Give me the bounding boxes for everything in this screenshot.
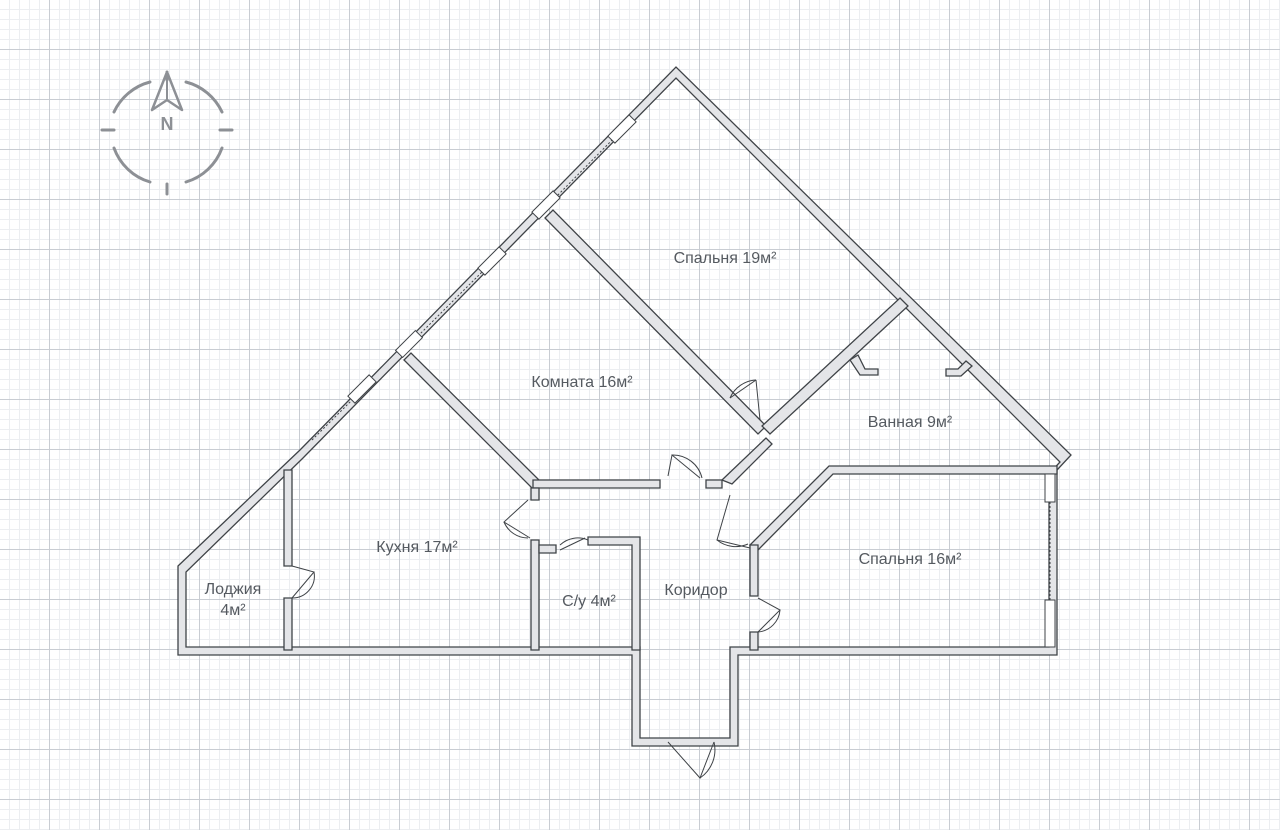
door-kitchen-arc — [503, 521, 529, 539]
room-label-loggia-line1: Лоджия — [205, 581, 262, 598]
wall-toilet-top-right — [587, 536, 641, 651]
room-label-corridor: Коридор — [664, 582, 727, 599]
walls — [177, 66, 1072, 747]
window-post-5 — [607, 114, 637, 144]
door-entrance — [667, 741, 715, 779]
window-post-2 — [394, 329, 424, 359]
room-label-kitchen-17: Кухня 17м² — [376, 539, 458, 556]
wall-room-bottom — [532, 479, 661, 489]
room-label-bedroom-19: Спальня 19м² — [674, 250, 778, 267]
room-label-toilet-4: С/у 4м² — [562, 593, 616, 610]
wall-bathroom-corridor — [720, 437, 773, 485]
window-post-3 — [477, 246, 507, 276]
window-2 — [417, 261, 493, 337]
doors — [291, 379, 781, 779]
door-toilet — [559, 537, 586, 551]
wall-bedroom-bathroom — [761, 297, 909, 435]
room-label-loggia-line2: 4м² — [220, 602, 246, 619]
wall-kitchen-right-lower — [530, 539, 540, 651]
door-bathroom-arc — [716, 539, 749, 548]
wall-room-kitchen — [403, 352, 542, 490]
wall-toilet-top — [538, 544, 557, 554]
door-loggia-arc — [291, 571, 315, 599]
door-bedroom16 — [757, 597, 781, 633]
wall-loggia-kitchen-lower — [283, 597, 293, 651]
door-bedroom19-arc — [729, 379, 757, 399]
wall-room-bottom-right — [705, 479, 723, 489]
windows — [311, 114, 1056, 648]
wall-bathroom-stub-right — [945, 360, 973, 377]
wall-bedroom16-left-lower — [749, 631, 759, 651]
wall-bedroom-room — [544, 209, 767, 435]
door-loggia — [291, 565, 315, 599]
room-label-room-16: Комната 16м² — [531, 374, 633, 391]
door-bedroom16-arc — [757, 609, 781, 633]
window-post-4 — [531, 190, 561, 220]
door-bathroom-corridor — [716, 494, 751, 549]
wall-bedroom16-left — [749, 544, 759, 597]
compass — [100, 70, 234, 196]
door-room — [667, 454, 701, 479]
door-entrance-arc — [699, 741, 716, 779]
wall-bedroom16-top — [748, 465, 1058, 551]
door-toilet-arc — [559, 537, 589, 546]
wall-bathroom-stub-left — [849, 354, 879, 376]
compass-north-letter: N — [161, 114, 174, 134]
door-bedroom19 — [729, 379, 761, 421]
wall-loggia-kitchen — [283, 469, 293, 567]
wall-kitchen-right — [530, 487, 540, 501]
window-post-6 — [1044, 473, 1056, 503]
door-room-arc — [671, 454, 703, 479]
north-arrow-icon — [150, 70, 184, 112]
exterior-wall — [177, 66, 1072, 747]
window-post-7 — [1044, 599, 1056, 648]
room-label-bathroom-9: Ванная 9м² — [868, 414, 953, 431]
room-label-bedroom-16: Спальня 16м² — [859, 551, 963, 568]
window-post-1 — [347, 374, 377, 404]
door-kitchen — [503, 499, 531, 539]
